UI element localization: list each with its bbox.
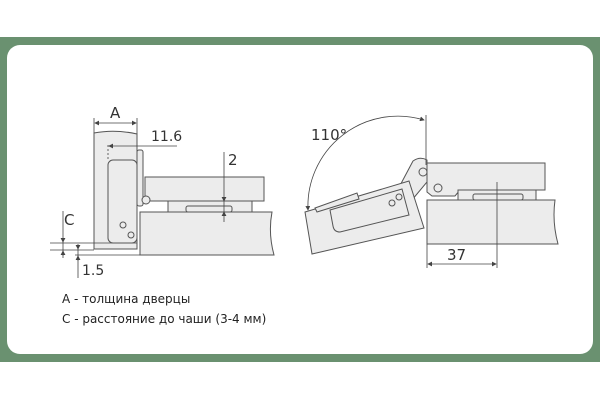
cabinet-side — [139, 211, 275, 256]
legend-c: C - расстояние до чаши (3-4 мм) — [62, 312, 267, 326]
label-a: A — [110, 104, 121, 122]
cabinet-side-right — [426, 199, 559, 245]
hinge-cup — [107, 159, 138, 244]
hinge-arm — [144, 176, 265, 202]
hinge-rail — [136, 149, 144, 207]
dim-2: 2 — [228, 151, 238, 169]
dim-1-5: 1.5 — [82, 263, 104, 279]
dim-37: 37 — [447, 246, 466, 264]
label-c: C — [64, 211, 74, 229]
left-hinge-closed: A 11.6 2 C 1.5 — [50, 104, 275, 279]
right-hinge-open: 110° 37 — [304, 115, 559, 268]
angle-110: 110° — [311, 126, 347, 144]
dim-11-6: 11.6 — [151, 129, 182, 145]
legend-a: A - толщина дверцы — [62, 292, 191, 306]
